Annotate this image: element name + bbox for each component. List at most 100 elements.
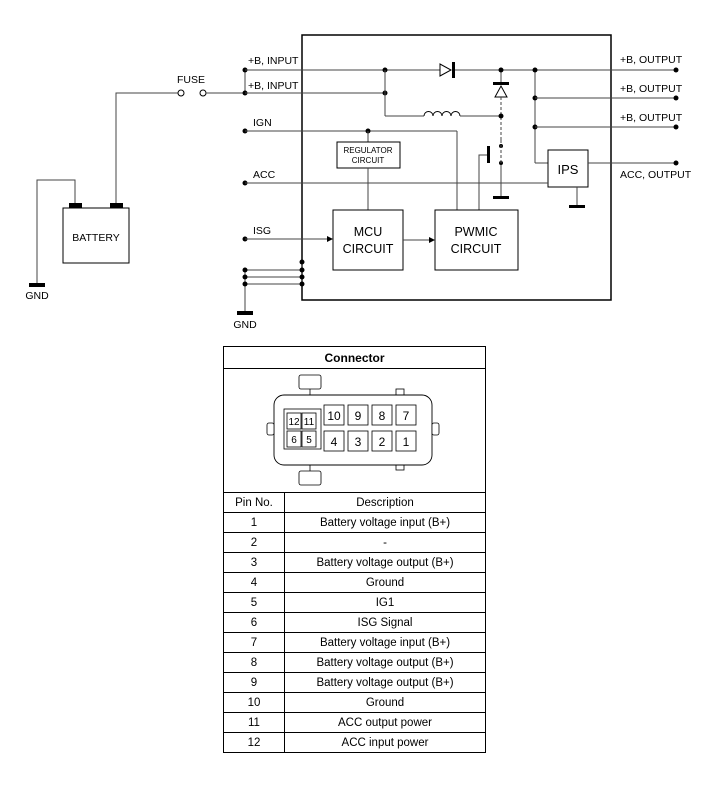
ground-symbol-ips bbox=[569, 205, 585, 208]
pin-cell-6 bbox=[286, 430, 302, 448]
pin-description: Battery voltage output (B+) bbox=[284, 652, 486, 673]
b-input-2-label: +B, INPUT bbox=[248, 80, 299, 92]
b-output-3-terminal bbox=[673, 124, 679, 130]
pin-label-7: 7 bbox=[403, 409, 410, 423]
gnd-left-label: GND bbox=[25, 290, 49, 302]
pin-cell-1 bbox=[395, 430, 417, 452]
pin-number: 12 bbox=[223, 732, 285, 753]
b-output-2-terminal bbox=[673, 95, 679, 101]
battery-box bbox=[62, 207, 130, 264]
pin-number: 7 bbox=[223, 632, 285, 653]
mcu-label-1: MCU bbox=[354, 225, 382, 239]
ground-node-3 bbox=[242, 281, 248, 287]
pin-cell-11 bbox=[301, 412, 317, 430]
ground-node-2 bbox=[242, 274, 248, 280]
pwmic-label-1: PWMIC bbox=[454, 225, 497, 239]
b-output-3-label: +B, OUTPUT bbox=[620, 112, 683, 124]
header-description: Description bbox=[284, 492, 486, 513]
battery-terminal-positive bbox=[110, 203, 123, 208]
pin-label-6: 6 bbox=[291, 435, 297, 446]
ips-box bbox=[547, 149, 589, 188]
pin-number: 11 bbox=[223, 712, 285, 733]
pin-description: - bbox=[284, 532, 486, 553]
pin-cell-7 bbox=[395, 404, 417, 426]
connector-image-cell: 12 11 6 5 10 9 8 7 4 3 2 1 bbox=[223, 368, 486, 493]
gnd-bottom-label: GND bbox=[233, 319, 257, 331]
pin-number: 5 bbox=[223, 592, 285, 613]
pin-number: 1 bbox=[223, 512, 285, 533]
fuse-terminal-right bbox=[199, 89, 207, 97]
pin-label-10: 10 bbox=[327, 409, 341, 423]
pin-cell-10 bbox=[323, 404, 345, 426]
b-output-1-label: +B, OUTPUT bbox=[620, 54, 683, 66]
pin-description: ACC output power bbox=[284, 712, 486, 733]
acc-label: ACC bbox=[253, 169, 276, 181]
connector-title: Connector bbox=[223, 346, 486, 369]
mcu-to-pwmic-arrow bbox=[429, 237, 435, 243]
pin-label-1: 1 bbox=[403, 435, 410, 449]
mosfet-gate bbox=[487, 146, 490, 163]
pin-number: 6 bbox=[223, 612, 285, 633]
pin-cell-4 bbox=[323, 430, 345, 452]
b-output-2-label: +B, OUTPUT bbox=[620, 83, 683, 95]
pin-description: IG1 bbox=[284, 592, 486, 613]
module-outline bbox=[301, 34, 612, 301]
pin-label-8: 8 bbox=[379, 409, 386, 423]
pin-number: 10 bbox=[223, 692, 285, 713]
pin-cell-12 bbox=[286, 412, 302, 430]
pin-label-2: 2 bbox=[379, 435, 386, 449]
regulator-label-2: CIRCUIT bbox=[352, 156, 385, 165]
pin-description: Battery voltage input (B+) bbox=[284, 512, 486, 533]
connector-tab-left bbox=[266, 422, 275, 436]
pin-label-5: 5 bbox=[306, 435, 312, 446]
pwmic-box bbox=[434, 209, 519, 271]
b-output-1-terminal bbox=[673, 67, 679, 73]
table-header-row: Pin No. Description bbox=[223, 492, 486, 513]
mcu-box bbox=[332, 209, 404, 271]
mcu-label-2: CIRCUIT bbox=[343, 242, 394, 256]
pin-label-11: 11 bbox=[304, 417, 315, 428]
pin-number: 3 bbox=[223, 552, 285, 573]
ground-symbol-left bbox=[29, 283, 45, 287]
junction-out-1 bbox=[532, 67, 538, 73]
pin-label-3: 3 bbox=[355, 435, 362, 449]
acc-output-label: ACC, OUTPUT bbox=[620, 169, 692, 181]
ground-symbol-mosfet bbox=[493, 196, 509, 199]
pin-description: Ground bbox=[284, 692, 486, 713]
pin-label-12: 12 bbox=[288, 417, 300, 428]
pin-number: 8 bbox=[223, 652, 285, 673]
header-pin-no: Pin No. bbox=[223, 492, 285, 513]
pin-description: ACC input power bbox=[284, 732, 486, 753]
pin-number: 4 bbox=[223, 572, 285, 593]
ground-node-5 bbox=[299, 267, 305, 273]
battery-positive-wire bbox=[115, 92, 178, 203]
connector-tab-right bbox=[431, 422, 440, 436]
regulator-label-1: REGULATOR bbox=[343, 146, 392, 155]
connector-latch-top bbox=[298, 374, 322, 390]
isg-arrow bbox=[327, 236, 333, 242]
battery-terminal-negative bbox=[69, 203, 82, 208]
b-input-1-label: +B, INPUT bbox=[248, 55, 299, 67]
fuse-terminal-left bbox=[177, 89, 185, 97]
pin-description: Battery voltage input (B+) bbox=[284, 632, 486, 653]
isg-label: ISG bbox=[253, 225, 271, 237]
diode-bar bbox=[452, 62, 455, 78]
pin-number: 2 bbox=[223, 532, 285, 553]
junction-inductor bbox=[498, 113, 504, 119]
boost-diode-triangle bbox=[494, 84, 508, 98]
diode-triangle bbox=[439, 63, 453, 77]
pin-description: Ground bbox=[284, 572, 486, 593]
inductor-coil bbox=[423, 111, 461, 117]
battery-ground-wire bbox=[36, 179, 76, 283]
pin-description: Battery voltage output (B+) bbox=[284, 672, 486, 693]
acc-output-terminal bbox=[673, 160, 679, 166]
ips-label: IPS bbox=[558, 162, 579, 177]
battery-label: BATTERY bbox=[72, 232, 119, 244]
